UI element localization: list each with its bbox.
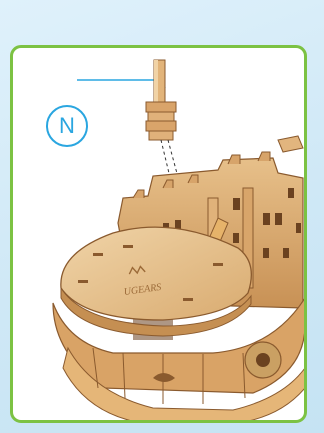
step-badge: N	[46, 105, 88, 147]
exploded-part	[146, 60, 176, 140]
instruction-panel: UGEARS N	[10, 45, 307, 423]
front-deck: UGEARS	[61, 227, 251, 336]
model-ship-illustration: UGEARS	[13, 48, 307, 423]
step-letter: N	[59, 113, 75, 139]
